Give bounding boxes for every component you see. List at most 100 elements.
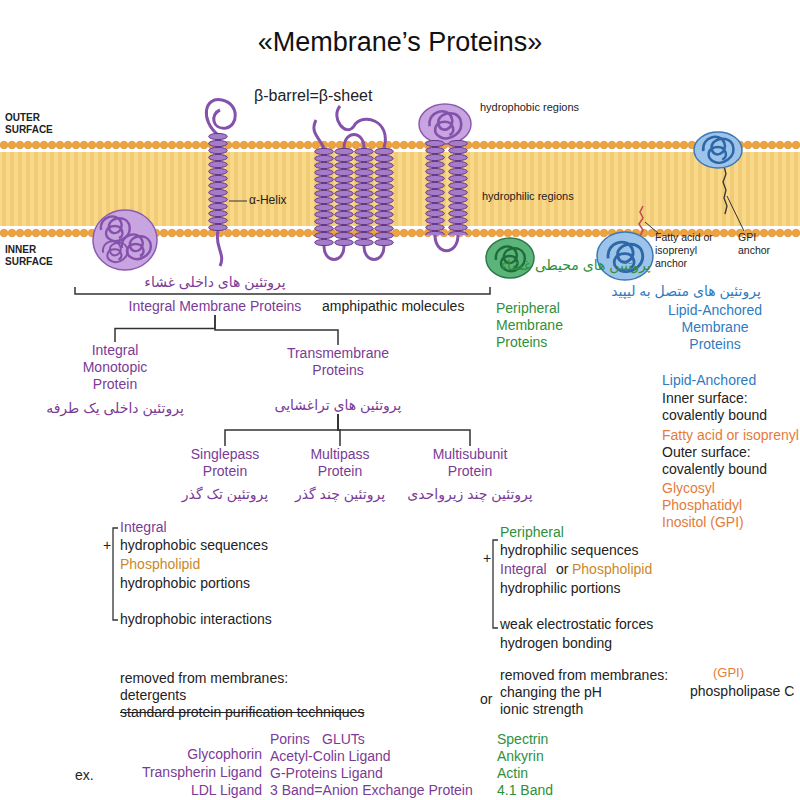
alpha-helix (374, 148, 394, 246)
protein-domain (419, 104, 471, 144)
alpha-helix (354, 148, 374, 246)
example-item: G-Proteins Ligand (270, 765, 383, 782)
alpha-helix (334, 148, 354, 246)
note-heading: Peripheral (500, 524, 564, 541)
note-text: Fatty acid or isoprenyl (662, 427, 799, 444)
protein-loop (435, 235, 458, 251)
category-group: پروتئین های متصل به لیپید Lipid-Anchored … (575, 283, 797, 353)
protein-loop (206, 100, 235, 135)
protein-coil (429, 111, 461, 138)
example-item: Spectrin (497, 731, 548, 748)
protein-loop (344, 135, 364, 149)
example-marker: ex. (75, 767, 94, 784)
category-heading: Transmembrane Proteins (283, 345, 393, 379)
protein-tail (217, 231, 222, 266)
note-text: hydrophilic portions (500, 580, 621, 597)
example-item: Porins (270, 731, 310, 748)
category-group: Transmembrane Proteins پروتئین های تراغشا… (268, 345, 408, 414)
part-label: Fatty acid or isoprenyl anchor (655, 231, 725, 270)
diagram-title: «Membrane’s Proteins» (0, 26, 800, 58)
note-text: Glycosyl Phosphatidyl Inositol (GPI) (662, 480, 772, 531)
alpha-helix (354, 148, 374, 246)
category-subtitle: پروتئین چند زیرواحدی (400, 486, 540, 503)
note-text: hydrophilic sequences (500, 542, 639, 559)
category-heading: پروتئین های محیطی غشاء (488, 257, 663, 274)
part-label: hydrophilic regions (482, 190, 574, 203)
note-text: hydrophobic sequences (120, 537, 268, 554)
category-subtitle: Lipid-Anchored Membrane Proteins (655, 302, 775, 353)
tree-connector (338, 414, 340, 446)
category-group: Multisubunit Protein پروتئین چند زیرواحدی (400, 446, 540, 503)
lipid-heads-row (0, 138, 800, 152)
alpha-helix (448, 140, 468, 235)
note-text: or (480, 691, 492, 708)
category-heading: پروتئین های داخلی غشاء (110, 274, 320, 291)
note-heading: Integral (120, 519, 167, 536)
alpha-helix (208, 133, 228, 231)
example-item: 3 Band=Anion Exchange Protein (270, 782, 473, 799)
note-text: amphipathic molecules (322, 298, 464, 315)
alpha-helix (374, 148, 394, 246)
alpha-helix (314, 148, 334, 246)
note-text: standard protein purification techniques (120, 704, 364, 721)
example-item: LDL Ligand (191, 782, 262, 799)
note-text: or (556, 561, 568, 578)
monotopic-protein (93, 210, 157, 270)
gpi-anchor (723, 166, 727, 214)
note-heading: (GPI) (713, 665, 744, 681)
note-heading: Integral (500, 561, 547, 578)
note-text: detergents (120, 687, 186, 704)
alpha-helix (425, 140, 445, 235)
note-text: hydrogen bonding (500, 635, 612, 652)
note-bracket (113, 528, 118, 620)
part-label: β-barrel=β-sheet (254, 86, 372, 106)
category-heading: پروتئین های متصل به لیپید (575, 283, 797, 300)
outer-leaflet (0, 138, 800, 152)
plus-sign: + (483, 550, 491, 567)
alpha-helix (334, 148, 354, 246)
tree-connector (338, 414, 470, 446)
example-item: Acetyl-Colin Ligand (270, 748, 391, 765)
example-item: Transpherin Ligand (142, 764, 262, 781)
surface-label: INNER SURFACE (5, 244, 60, 268)
example-item: Ankyrin (497, 748, 544, 765)
category-group: Integral Monotopic Protein پروتئین داخلی … (35, 342, 195, 417)
alpha-helix (208, 133, 228, 231)
example-item: Glycophorin (187, 746, 262, 763)
protein-loop (324, 246, 384, 260)
category-subtitle: پروتئین تک گذر (170, 486, 280, 503)
tree-connector (215, 315, 338, 345)
leader-line (229, 201, 247, 202)
note-text: Outer surface: covalently bound (662, 444, 800, 478)
fatty-acid-anchor (639, 206, 643, 236)
example-item: GLUTs (322, 731, 365, 748)
protein-coil (103, 241, 128, 262)
category-heading: Integral Monotopic Protein (65, 342, 165, 393)
note-text: hydrophobic portions (120, 575, 250, 592)
lipid-anchored-protein (694, 132, 742, 168)
note-text: Inner surface: covalently bound (662, 390, 800, 424)
note-text: hydrophobic interactions (120, 611, 272, 628)
category-heading: Multipass Protein (300, 446, 380, 480)
part-label: GPI anchor (738, 231, 778, 257)
example-item: Actin (497, 765, 528, 782)
protein-tail (314, 120, 324, 148)
note-heading: Phospholipid (572, 561, 652, 578)
category-heading: Singlepass Protein (185, 446, 265, 480)
category-subtitle: پروتئین های تراغشایی (268, 397, 408, 414)
alpha-helix (314, 148, 334, 246)
category-subtitle: پروتئین داخلی یک طرفه (35, 400, 195, 417)
surface-label: OUTER SURFACE (5, 112, 60, 136)
example-item: 4.1 Band (497, 782, 553, 799)
note-text: phospholipase C (690, 683, 794, 700)
category-subtitle: Peripheral Membrane Proteins (496, 300, 586, 351)
note-text: removed from membranes: (500, 667, 668, 684)
note-text: changing the pH (500, 684, 602, 701)
category-heading: Multisubunit Protein (425, 446, 515, 480)
part-label: α-Helix (249, 193, 287, 208)
note-heading: Phospholipid (120, 556, 200, 573)
protein-loop (337, 106, 386, 148)
